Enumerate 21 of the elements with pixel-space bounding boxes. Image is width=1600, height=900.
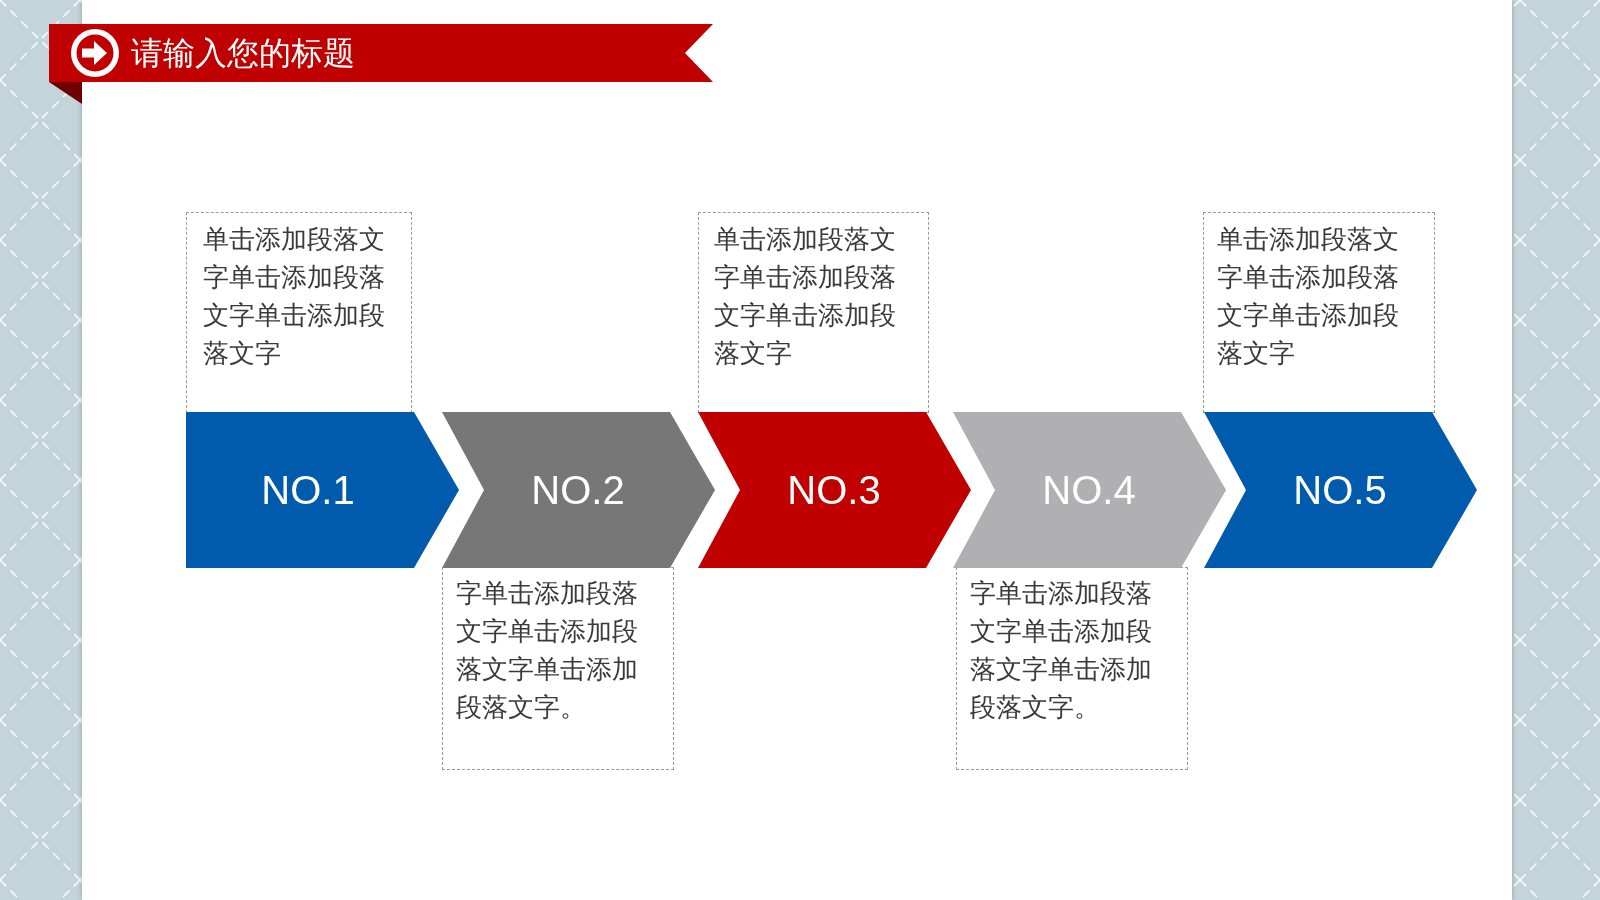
process-step xyxy=(1204,412,1477,568)
paragraph-text: 单击添加段落文字单击添加段落文字单击添加段落文字 xyxy=(714,223,897,370)
step-label: NO.2 xyxy=(531,467,625,513)
text-frame xyxy=(698,212,929,413)
process-step xyxy=(698,412,971,568)
process-step xyxy=(186,412,459,568)
step-label: NO.4 xyxy=(1042,467,1136,513)
step-label: NO.3 xyxy=(787,467,881,513)
step-label: NO.1 xyxy=(261,467,355,513)
paragraph-text: 字单击添加段落文字单击添加段落文字单击添加段落文字。 xyxy=(456,577,639,724)
text-frame xyxy=(1203,212,1435,413)
slide-title: 请输入您的标题 xyxy=(131,35,355,71)
text-frame xyxy=(442,567,674,770)
paragraph-text: 单击添加段落文字单击添加段落文字单击添加段落文字 xyxy=(203,223,386,370)
paragraph-text: 单击添加段落文字单击添加段落文字单击添加段落文字 xyxy=(1217,223,1400,370)
process-step xyxy=(953,412,1226,568)
step-label: NO.5 xyxy=(1293,467,1387,513)
process-step xyxy=(442,412,715,568)
text-frame xyxy=(186,212,412,413)
text-frame xyxy=(956,567,1188,770)
paragraph-text: 字单击添加段落文字单击添加段落文字单击添加段落文字。 xyxy=(970,577,1153,724)
